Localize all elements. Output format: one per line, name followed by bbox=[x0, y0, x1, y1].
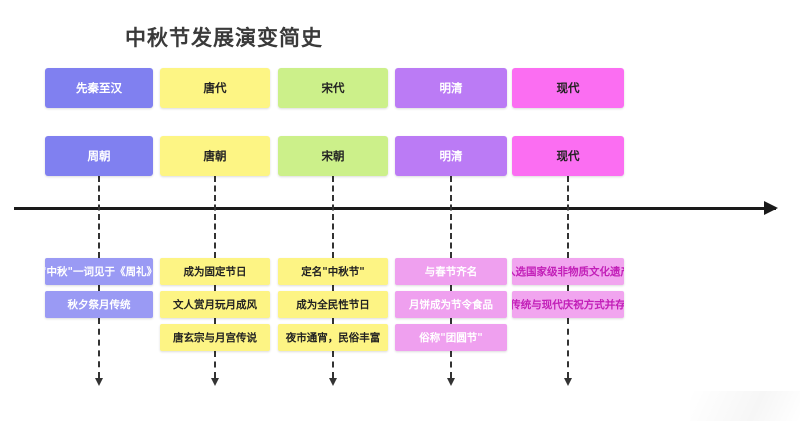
connector-upper-0 bbox=[98, 176, 100, 258]
item-box-3-0[interactable]: 与春节齐名 bbox=[395, 258, 507, 285]
dynasty-box-0[interactable]: 周朝 bbox=[45, 136, 153, 176]
era-box-4[interactable]: 现代 bbox=[512, 68, 624, 108]
dynasty-box-2[interactable]: 宋朝 bbox=[278, 136, 388, 176]
arrow-down-icon-4 bbox=[564, 378, 572, 386]
arrow-down-icon-1 bbox=[211, 378, 219, 386]
era-box-1[interactable]: 唐代 bbox=[160, 68, 270, 108]
item-box-2-0[interactable]: 定名"中秋节" bbox=[278, 258, 388, 285]
connector-1-2 bbox=[214, 351, 216, 378]
era-box-0[interactable]: 先秦至汉 bbox=[45, 68, 153, 108]
connector-4-0 bbox=[567, 285, 569, 291]
connector-upper-1 bbox=[214, 176, 216, 258]
item-box-4-1[interactable]: 传统与现代庆祝方式并存 bbox=[512, 291, 624, 318]
connector-4-1 bbox=[567, 318, 569, 378]
connector-0-1 bbox=[98, 318, 100, 378]
arrow-down-icon-2 bbox=[329, 378, 337, 386]
connector-0-0 bbox=[98, 285, 100, 291]
connector-upper-3 bbox=[450, 176, 452, 258]
timeline-axis-line bbox=[14, 207, 776, 210]
item-box-1-2[interactable]: 唐玄宗与月宫传说 bbox=[160, 324, 270, 351]
connector-2-2 bbox=[332, 351, 334, 378]
item-box-1-1[interactable]: 文人赏月玩月成风 bbox=[160, 291, 270, 318]
connector-3-0 bbox=[450, 285, 452, 291]
item-box-3-2[interactable]: 俗称"团圆节" bbox=[395, 324, 507, 351]
corner-watermark bbox=[690, 391, 800, 421]
connector-2-0 bbox=[332, 285, 334, 291]
dynasty-box-1[interactable]: 唐朝 bbox=[160, 136, 270, 176]
connector-3-1 bbox=[450, 318, 452, 324]
item-box-2-2[interactable]: 夜市通宵，民俗丰富 bbox=[278, 324, 388, 351]
dynasty-box-4[interactable]: 现代 bbox=[512, 136, 624, 176]
arrow-right-icon bbox=[764, 201, 778, 215]
connector-1-1 bbox=[214, 318, 216, 324]
item-box-3-1[interactable]: 月饼成为节令食品 bbox=[395, 291, 507, 318]
dynasty-box-3[interactable]: 明清 bbox=[395, 136, 507, 176]
connector-upper-4 bbox=[567, 176, 569, 258]
connector-1-0 bbox=[214, 285, 216, 291]
connector-2-1 bbox=[332, 318, 334, 324]
item-box-0-1[interactable]: 秋夕祭月传统 bbox=[45, 291, 153, 318]
item-box-2-1[interactable]: 成为全民性节日 bbox=[278, 291, 388, 318]
item-box-0-0[interactable]: "中秋"一词见于《周礼》 bbox=[45, 258, 153, 285]
item-box-4-0[interactable]: 入选国家级非物质文化遗产 bbox=[512, 258, 624, 285]
arrow-down-icon-3 bbox=[447, 378, 455, 386]
connector-3-2 bbox=[450, 351, 452, 378]
connector-upper-2 bbox=[332, 176, 334, 258]
item-box-1-0[interactable]: 成为固定节日 bbox=[160, 258, 270, 285]
arrow-down-icon-0 bbox=[95, 378, 103, 386]
page-title: 中秋节发展演变简史 bbox=[125, 26, 323, 50]
era-box-2[interactable]: 宋代 bbox=[278, 68, 388, 108]
era-box-3[interactable]: 明清 bbox=[395, 68, 507, 108]
